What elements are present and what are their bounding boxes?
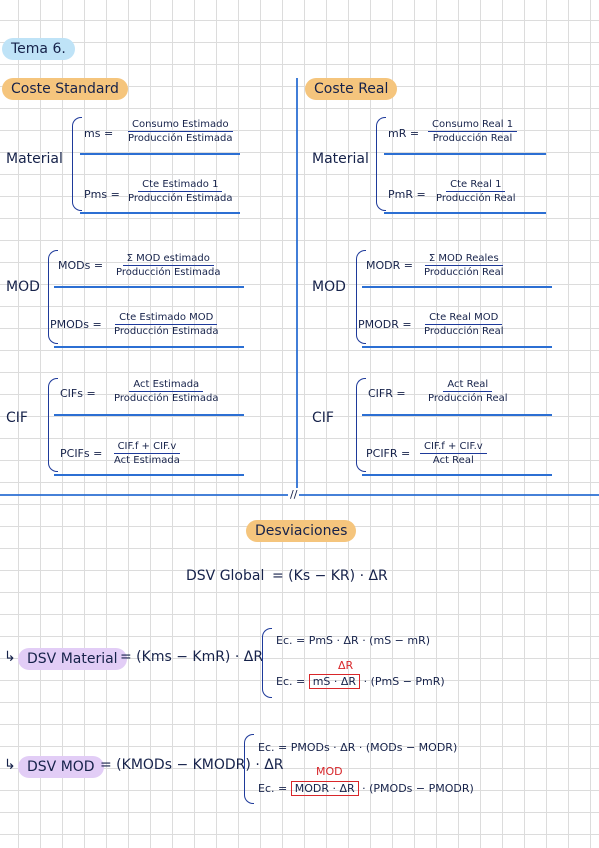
standard-material-rule-2 [80,212,240,214]
real-material-rule-1 [384,153,546,155]
real-cifr-fraction: Act Real Producción Real [424,378,512,405]
real-cifr-den: Producción Real [428,393,508,404]
dsv-material-brace [262,628,272,698]
real-pmr-fraction: Cte Real 1 Producción Real [432,178,520,205]
dsv-material-ec1: Ec. = PmS · ΔR · (mS − mR) [276,634,431,647]
dsv-material-arrow: ↳ [4,649,16,665]
dsv-mod-ec2-prefix: Ec. = [258,782,288,795]
standard-ms-lhs: ms = [84,127,114,140]
standard-material-label: Material [6,151,63,167]
standard-cif-label: CIF [6,410,28,426]
dsv-global-formula: = (Ks − KR) · ΔR [272,568,388,584]
dsv-mod-ec2: Ec. = MODR · ΔR · (PMODs − PMODR) [258,781,474,796]
dsv-material-ec2-suffix: · (PmS − PmR) [363,675,445,688]
dsv-material-ec2-prefix: Ec. = [276,675,306,688]
standard-pms-num: Cte Estimado 1 [138,178,223,192]
real-cif-rule-2 [362,474,552,476]
standard-pmods-fraction: Cte Estimado MOD Producción Estimada [110,311,223,338]
real-mr-den: Producción Real [432,133,513,144]
real-pmr-lhs: PmR = [388,188,426,201]
standard-header: Coste Standard [2,78,128,100]
dsv-material-red-label: ΔR [338,659,354,672]
standard-ms-den: Producción Estimada [128,133,233,144]
standard-mod-rule-2 [54,346,244,348]
real-mod-label: MOD [312,279,346,295]
standard-mods-num: Σ MOD estimado [122,252,214,266]
real-material-brace [376,117,386,211]
standard-pmods-den: Producción Estimada [114,326,219,337]
dsv-material-label: DSV Material [18,648,127,670]
real-material-rule-2 [384,212,546,214]
standard-mods-fraction: Σ MOD estimado Producción Estimada [112,252,225,279]
standard-cif-brace [48,378,58,472]
real-modr-num: Σ MOD Reales [424,252,503,266]
real-modr-lhs: MODR = [366,259,413,272]
real-modr-den: Producción Real [424,267,504,278]
dsv-mod-red-label: MOD [316,765,343,778]
real-modr-fraction: Σ MOD Reales Producción Real [420,252,508,279]
real-pcifr-lhs: PCIFR = [366,447,411,460]
dsv-mod-ec1: Ec. = PMODs · ΔR · (MODs − MODR) [258,741,458,754]
dsv-mod-brace [244,734,254,804]
real-cif-brace [356,378,366,472]
real-cifr-num: Act Real [443,378,493,392]
dsv-mod-arrow: ↳ [4,757,16,773]
separator-mark: // [288,488,300,501]
real-cif-label: CIF [312,410,334,426]
standard-pcifs-fraction: CIF.f + CIF.v Act Estimada [110,440,184,467]
standard-pms-den: Producción Estimada [128,193,233,204]
real-pmodr-den: Producción Real [424,326,504,337]
real-cif-rule-1 [362,414,552,416]
real-pmr-den: Producción Real [436,193,516,204]
real-header: Coste Real [305,78,398,100]
standard-cif-rule-2 [54,474,244,476]
standard-pmods-lhs: PMODs = [50,318,102,331]
standard-ms-num: Consumo Estimado [127,118,233,132]
real-mod-rule-2 [362,346,552,348]
dsv-mod-formula: = (KMODs − KMODR) · ΔR [100,757,284,773]
real-pcifr-fraction: CIF.f + CIF.v Act Real [420,440,487,467]
real-pmodr-lhs: PMODR = [358,318,412,331]
standard-pms-fraction: Cte Estimado 1 Producción Estimada [124,178,237,205]
standard-cif-rule-1 [54,414,244,416]
dsv-mod-label: DSV MOD [18,756,104,778]
standard-pcifs-num: CIF.f + CIF.v [113,440,181,454]
real-cifr-lhs: CIFR = [368,387,406,400]
real-mr-fraction: Consumo Real 1 Producción Real [428,118,518,145]
standard-material-brace [72,117,82,211]
real-pmodr-fraction: Cte Real MOD Producción Real [420,311,508,338]
real-pcifr-den: Act Real [432,455,474,466]
dsv-mod-ec2-box: MODR · ΔR [290,781,359,796]
standard-pmods-num: Cte Estimado MOD [115,311,218,325]
standard-mods-lhs: MODs = [58,259,104,272]
dsv-material-ec2-box: mS · ΔR [308,674,361,689]
dsv-material-ec2: Ec. = mS · ΔR · (PmS − PmR) [276,674,445,689]
standard-pcifs-den: Act Estimada [114,455,180,466]
standard-mods-den: Producción Estimada [116,267,221,278]
standard-ms-fraction: Consumo Estimado Producción Estimada [124,118,237,145]
desviaciones-header: Desviaciones [246,520,357,542]
real-mr-num: Consumo Real 1 [428,118,518,132]
standard-cifs-lhs: CIFs = [60,387,96,400]
standard-pms-lhs: Pms = [84,188,120,201]
real-pmodr-num: Cte Real MOD [425,311,503,325]
standard-mod-label: MOD [6,279,40,295]
real-pmr-num: Cte Real 1 [446,178,506,192]
standard-mod-rule-1 [54,286,244,288]
standard-pcifs-lhs: PCIFs = [60,447,103,460]
real-pcifr-num: CIF.f + CIF.v [420,440,487,454]
standard-cifs-den: Producción Estimada [114,393,219,404]
dsv-mod-ec2-suffix: · (PMODs − PMODR) [362,782,474,795]
real-material-label: Material [312,151,369,167]
dsv-global-label: DSV Global [186,568,265,584]
page-title: Tema 6. [2,38,75,60]
dsv-material-formula: = (Kms − KmR) · ΔR [120,649,264,665]
real-mr-lhs: mR = [388,127,420,140]
standard-material-rule-1 [80,153,240,155]
standard-cifs-fraction: Act Estimada Producción Estimada [110,378,223,405]
real-mod-rule-1 [362,286,552,288]
standard-cifs-num: Act Estimada [129,378,204,392]
